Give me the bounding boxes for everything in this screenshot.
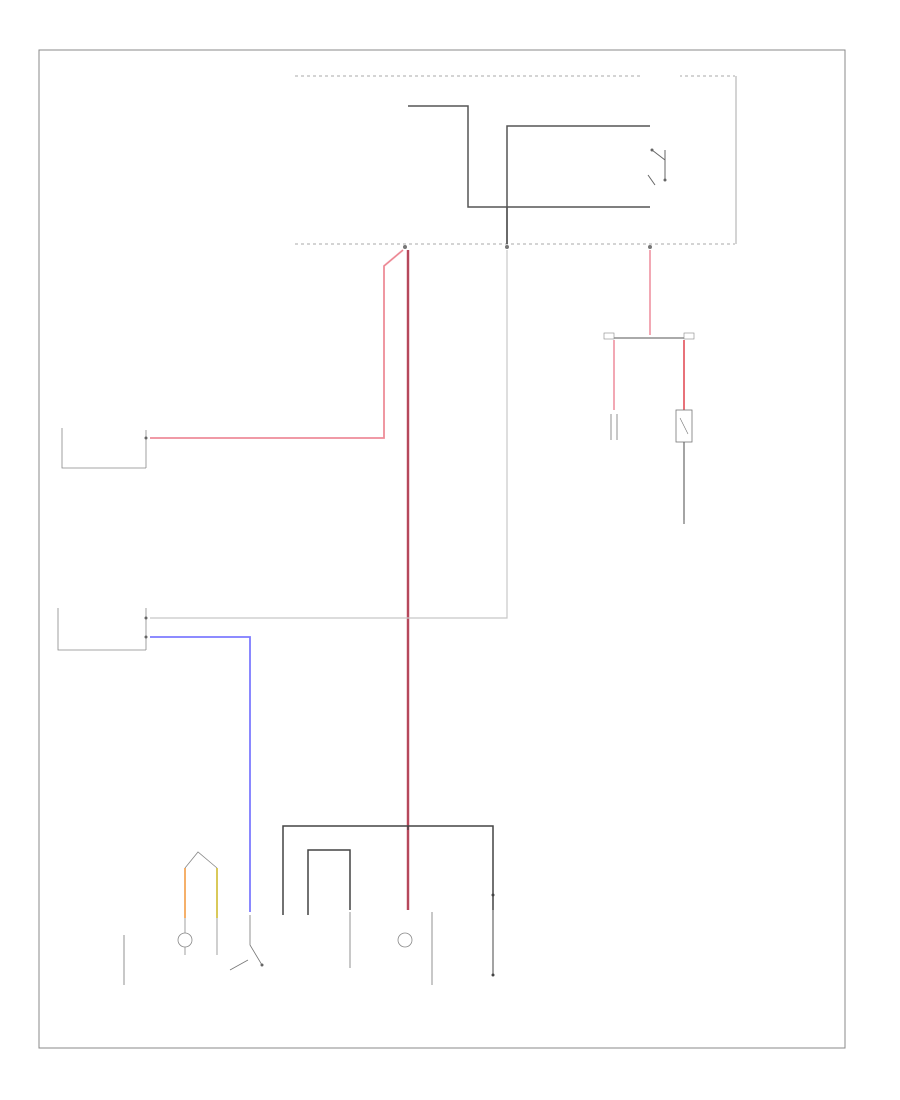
left-lamp-symbol bbox=[177, 932, 193, 948]
relay-switch-symbol bbox=[647, 149, 666, 186]
wire-gray-mid-sensor bbox=[150, 250, 508, 619]
right-ground-circuit bbox=[603, 250, 695, 524]
bottom-circuit bbox=[123, 825, 495, 985]
center-device-symbol bbox=[397, 932, 413, 948]
bottom-switch-symbol bbox=[229, 915, 263, 971]
wire-pink-left-sensor bbox=[150, 249, 404, 439]
left-sensor-component bbox=[61, 428, 148, 469]
wire-blue bbox=[150, 636, 251, 912]
mid-sensor-component bbox=[57, 608, 148, 651]
box-connector-pins bbox=[403, 245, 652, 249]
control-module-internal bbox=[408, 105, 667, 244]
box-title-marker bbox=[640, 69, 680, 77]
control-module-box bbox=[295, 69, 737, 245]
diagram-frame bbox=[38, 49, 846, 1049]
